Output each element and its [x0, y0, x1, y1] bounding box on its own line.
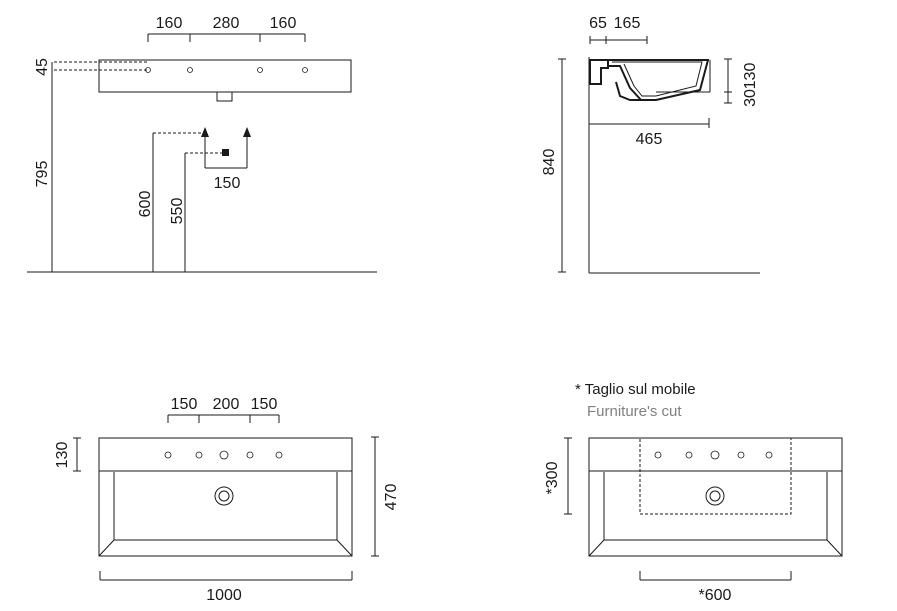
side-elevation-view: 65 165 130 30 465 840 [541, 15, 760, 274]
furniture-cut-outline [639, 437, 792, 515]
tap-hole [187, 67, 193, 73]
dim-65: 65 [589, 15, 607, 32]
drain-outer-icon [705, 486, 725, 506]
dim-465: 465 [636, 131, 663, 148]
dim-165: 165 [614, 15, 641, 32]
tap-hole [275, 451, 283, 459]
basin-bowl-inner [113, 472, 338, 541]
dim-45: 45 [34, 58, 51, 76]
tap-hole [654, 451, 662, 459]
tap-hole [710, 450, 720, 460]
tap-hole [765, 451, 773, 459]
drain-outlet-icon [222, 149, 229, 156]
cut-note-italian: * Taglio sul mobile [575, 381, 696, 398]
dim-150-b: 150 [251, 396, 278, 413]
basin-top-outline [98, 437, 353, 557]
dim-160-left: 160 [156, 15, 183, 32]
dim-130: 130 [742, 63, 759, 90]
dim-160-right: 160 [270, 15, 297, 32]
basin-section-bowl [608, 59, 710, 101]
dim-30: 30 [742, 89, 759, 107]
tap-hole [685, 451, 693, 459]
tap-hole [257, 67, 263, 73]
tap-hole [195, 451, 203, 459]
dim-795: 795 [34, 161, 51, 188]
dim-280: 280 [213, 15, 240, 32]
basin-drain-stub [216, 91, 233, 102]
dim-550: 550 [169, 198, 186, 225]
basin-front-outline [98, 59, 352, 93]
basin-bowl-inner-cut [603, 472, 828, 541]
drain-inner-icon [709, 490, 721, 502]
basin-trap-section [615, 81, 641, 101]
basin-section-inner [612, 61, 703, 97]
dim-840: 840 [541, 149, 558, 176]
hot-supply-icon [201, 127, 209, 137]
cold-supply-icon [243, 127, 251, 137]
dim-600: 600 [137, 191, 154, 218]
cut-note-english: Furniture's cut [587, 403, 682, 420]
dim-cut-300: *300 [544, 461, 561, 494]
tap-hole [246, 451, 254, 459]
dim-200: 200 [213, 396, 240, 413]
dim-1000: 1000 [206, 587, 242, 604]
furniture-cut-view: * Taglio sul mobile Furniture's cut *300… [544, 381, 843, 604]
top-plan-view: 150 200 150 130 470 1000 [54, 396, 400, 604]
tap-hole [737, 451, 745, 459]
drain-outer-icon [214, 486, 234, 506]
dim-150-a: 150 [171, 396, 198, 413]
dim-cut-600: *600 [699, 587, 732, 604]
basin-section-back [589, 59, 609, 85]
dim-470: 470 [383, 484, 400, 511]
tap-hole [164, 451, 172, 459]
dim-150: 150 [214, 175, 241, 192]
front-elevation-view: 160 280 160 45 795 150 600 550 [27, 15, 377, 273]
drain-inner-icon [218, 490, 230, 502]
dim-130-top: 130 [54, 442, 71, 469]
tap-hole [219, 450, 229, 460]
tap-hole [302, 67, 308, 73]
